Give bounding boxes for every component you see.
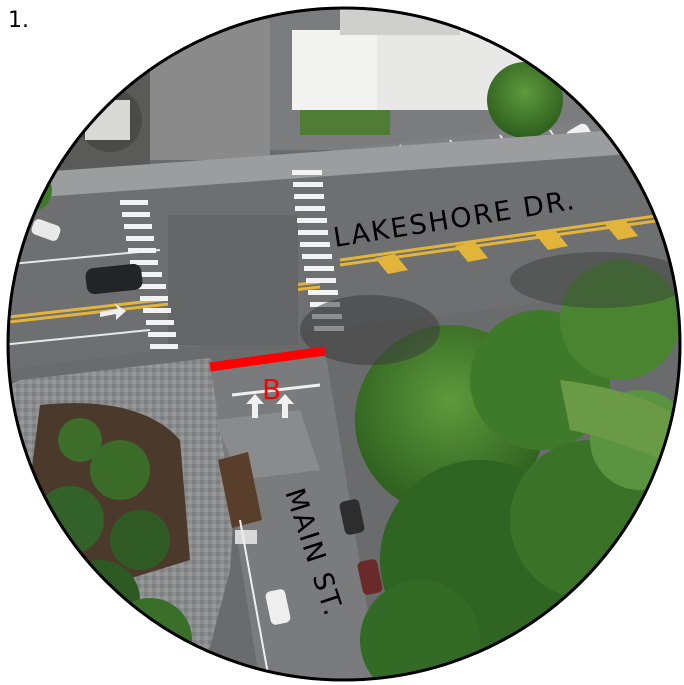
figure-number: 1.	[8, 8, 29, 33]
marker-b-line	[209, 346, 326, 372]
car	[85, 263, 143, 295]
crosswalk-west	[120, 200, 178, 349]
marker-b-label: B	[262, 373, 281, 406]
map-frame	[6, 6, 682, 682]
